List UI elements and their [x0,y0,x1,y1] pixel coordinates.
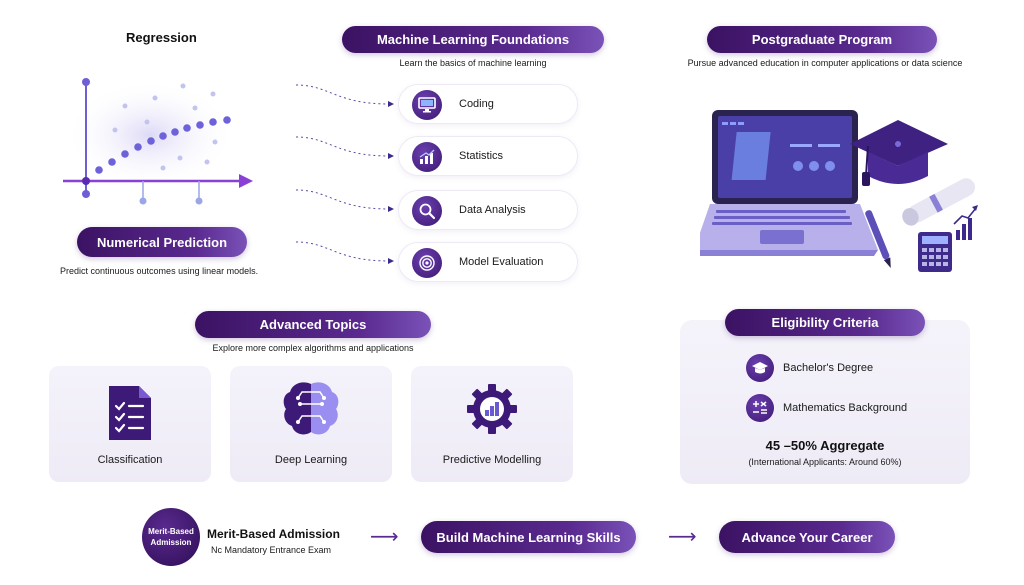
admission-title: Merit-Based Admission [207,527,340,541]
eligibility-item-label: Bachelor's Degree [783,362,874,374]
postgraduate-pill: Postgraduate Program [707,26,937,53]
ml-connectors [295,84,394,264]
ml-item-data-analysis: Data Analysis [398,190,578,230]
ml-item-statistics: Statistics [398,136,578,176]
ml-item-label: Statistics [459,150,504,162]
advanced-topics-pill: Advanced Topics [195,311,431,338]
ml-item-label: Coding [459,98,494,110]
flow-arrow-icon: ⟶ [370,526,399,548]
merit-badge: Merit-Based Admission [142,508,200,566]
eligibility-item-label: Mathematics Background [783,402,908,414]
eligibility-pill: Eligibility Criteria [725,309,925,336]
ml-foundations-pill: Machine Learning Foundations [342,26,604,53]
graduation-cap-icon [746,354,774,382]
admission-subtitle: Nc Mandatory Entrance Exam [211,545,332,555]
laptop-graduation-illustration [700,110,978,272]
card-label: Deep Learning [274,454,348,466]
card-predictive-modelling: Predictive Modelling [411,366,573,482]
ml-item-label: Data Analysis [459,204,526,216]
eligibility-aggregate: 45 –50% Aggregate [765,438,885,453]
ml-item-label: Model Evaluation [459,256,544,268]
postgraduate-subtitle: Pursue advanced education in computer ap… [687,58,963,68]
build-skills-pill: Build Machine Learning Skills [421,521,636,553]
regression-description: Predict continuous outcomes using linear… [60,266,259,276]
ml-item-model-evaluation: Model Evaluation [398,242,578,282]
bar-chart-icon [412,142,442,172]
numerical-prediction-pill: Numerical Prediction [77,227,247,257]
regression-plot-icon [63,78,253,205]
card-deep-learning: Deep Learning [230,366,392,482]
regression-title: Regression [126,30,197,45]
advanced-topics-subtitle: Explore more complex algorithms and appl… [212,343,414,353]
gear-chart-icon [467,384,517,434]
card-label: Classification [97,454,163,466]
checklist-icon [109,386,151,440]
flow-arrow-icon: ⟶ [668,526,697,548]
target-icon [412,248,442,278]
ml-foundations-subtitle: Learn the basics of machine learning [399,58,547,68]
magnifier-icon [412,196,442,226]
ml-item-coding: Coding [398,84,578,124]
advance-career-pill: Advance Your Career [719,521,895,553]
card-classification: Classification [49,366,211,482]
math-symbols-icon [746,394,774,422]
eligibility-note: (International Applicants: Around 60%) [748,457,902,467]
monitor-icon [412,90,442,120]
brain-icon [283,382,339,435]
card-label: Predictive Modelling [442,454,542,466]
eligibility-panel: Bachelor's Degree Mathematics Background… [680,320,970,484]
merit-badge-label: Merit-Based Admission [148,527,194,547]
